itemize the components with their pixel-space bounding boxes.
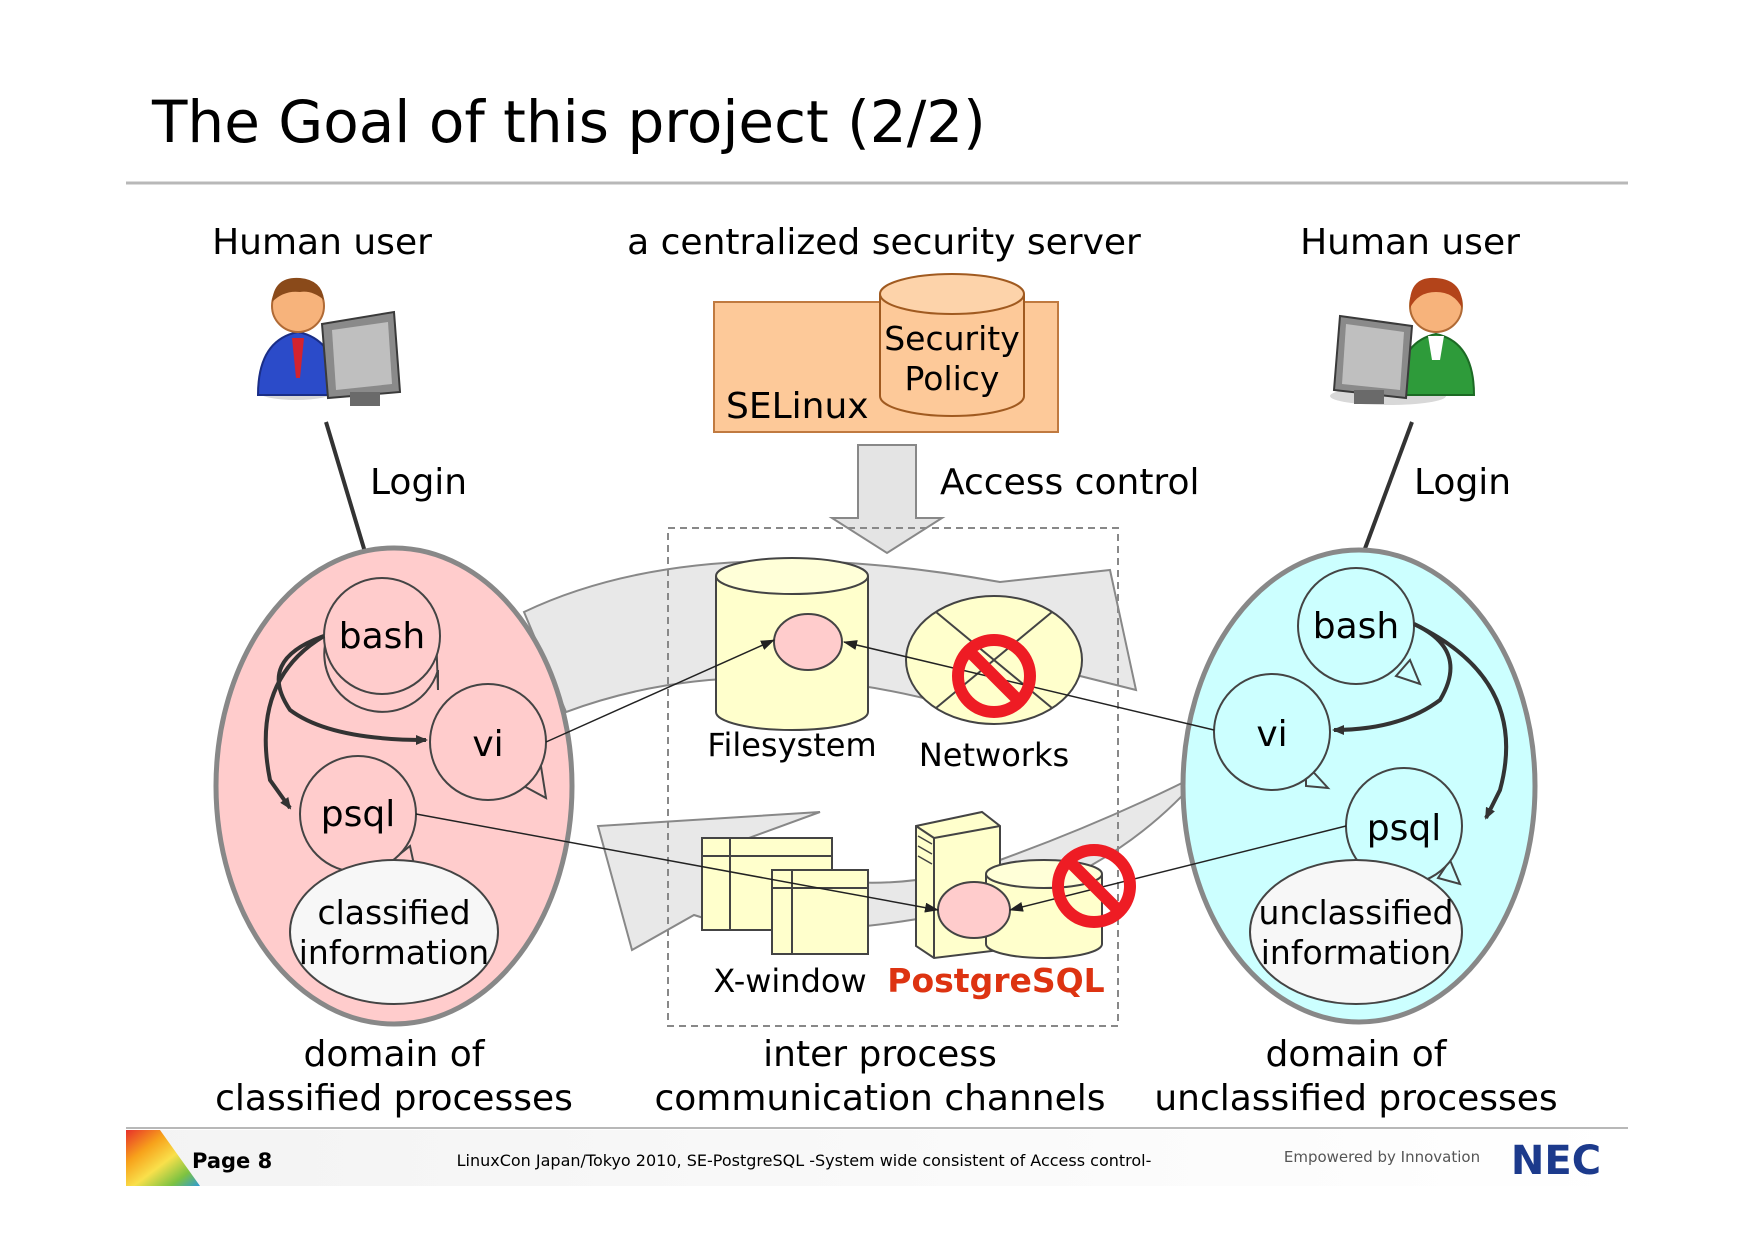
left-psql: psql [321,794,395,835]
left-psql-to-postgresql-line [415,813,939,913]
page-title: The Goal of this project (2/2) [151,88,986,156]
networks-icon [905,595,1083,725]
footer-tagline: Empowered by Innovation [1284,1148,1480,1166]
right-bash: bash [1313,606,1399,647]
classified-caption-line2: classified processes [215,1078,573,1119]
postgresql-label: PostgreSQL [887,961,1104,1000]
left-bash-to-psql-arrow [263,634,326,810]
footer-rainbow-mark [126,1130,200,1186]
selinux-label: SELinux [726,386,869,427]
right-psql-to-postgresql-line [1009,825,1347,912]
left-bash-to-vi-arrow [276,634,428,745]
prohibited-icon [1052,844,1136,928]
left-bash-bubble [323,577,441,713]
login-right: Login [1414,462,1511,503]
user-at-computer-icon [256,277,402,406]
classified-info-line1: classified [317,893,470,932]
classified-info-line2: information [299,933,489,972]
ipc-caption-line2: communication channels [654,1078,1105,1119]
server-label: a centralized security server [627,222,1141,263]
security-policy-database [879,273,1025,417]
footer-center: LinuxCon Japan/Tokyo 2010, SE-PostgreSQL… [457,1151,1152,1170]
right-psql: psql [1367,808,1441,849]
left-vi: vi [472,724,503,765]
networks-label: Networks [919,736,1069,774]
xwindow-label: X-window [713,962,866,1000]
filesystem-label: Filesystem [707,726,876,764]
login-left: Login [370,462,467,503]
right-user-label: Human user [1300,222,1520,263]
classified-info-bubble [289,859,499,1005]
left-bash: bash [339,616,425,657]
prohibited-icon [952,634,1036,718]
footer-page: Page 8 [192,1149,272,1173]
right-vi-bubble [1213,673,1331,791]
filesystem-object [773,613,843,671]
policy-line1: Security [884,319,1020,358]
classified-caption-line1: domain of [304,1034,486,1075]
unclassified-info-bubble [1249,859,1463,1005]
unclassified-info-line1: unclassified [1259,893,1454,932]
postgresql-object [937,881,1011,939]
unclassified-caption-line2: unclassified processes [1154,1078,1557,1119]
right-bash-to-vi-arrow [1332,622,1453,735]
window-stack-icon [701,837,869,955]
policy-line2: Policy [905,359,1000,398]
access-control-arrow [828,444,946,555]
left-user-label: Human user [212,222,432,263]
nec-logo: NEC [1511,1138,1601,1184]
access-control-label: Access control [940,462,1199,503]
user-at-computer-icon [1330,277,1476,405]
login-arrow-right [1358,421,1414,564]
left-vi-to-filesystem-line [545,639,775,743]
right-vi: vi [1256,714,1287,755]
unclassified-caption-line1: domain of [1266,1034,1448,1075]
right-bash-to-psql-arrow [1413,622,1509,820]
footer-bar [126,1130,1628,1186]
ipc-container [667,527,1119,1027]
unclassified-info-line2: information [1261,933,1451,972]
ipc-caption-line1: inter process [763,1034,997,1075]
